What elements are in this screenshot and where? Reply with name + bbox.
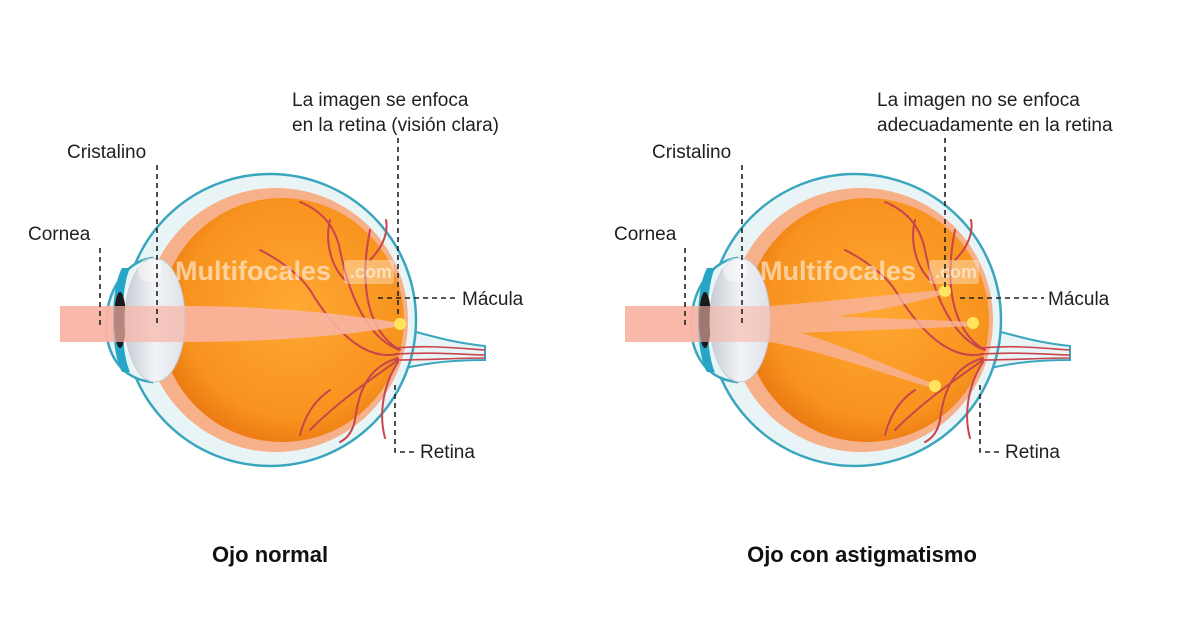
watermark-badge xyxy=(344,260,394,284)
focus-point xyxy=(394,318,406,330)
light-beam-front xyxy=(60,306,185,342)
leader-retina xyxy=(979,385,1001,453)
label-cornea: Cornea xyxy=(28,224,91,245)
eyeball-normal: Multifocales .com xyxy=(60,172,486,468)
label-retina: Retina xyxy=(1005,442,1060,463)
focus-point-lower xyxy=(929,380,941,392)
label-cornea: Cornea xyxy=(614,224,677,245)
watermark-tld: .com xyxy=(935,262,977,282)
focus-note-line-1: La imagen no se enfoca xyxy=(877,90,1080,111)
panel-title: Ojo normal xyxy=(212,542,328,567)
focus-note-line-2: en la retina (visión clara) xyxy=(292,115,499,136)
watermark-badge xyxy=(929,260,979,284)
watermark-logo-icon xyxy=(723,258,747,282)
light-beam-front xyxy=(625,306,770,342)
label-lens: Cristalino xyxy=(67,142,146,163)
label-macula: Mácula xyxy=(1048,289,1110,310)
focus-note-line-2: adecuadamente en la retina xyxy=(877,115,1113,136)
nerve-vessels xyxy=(979,345,1071,361)
label-retina: Retina xyxy=(420,442,475,463)
focus-note-line-1: La imagen se enfoca xyxy=(292,90,469,111)
panel-title: Ojo con astigmatismo xyxy=(747,542,977,567)
panel-astigmatic-eye: Multifocales .com Cornea Cristalino La i… xyxy=(614,90,1113,567)
eyeball-astigmatic: Multifocales .com xyxy=(625,172,1071,468)
retinal-vessels xyxy=(259,201,401,443)
watermark-brand: Multifocales xyxy=(760,256,916,286)
nerve-vessels xyxy=(394,345,486,361)
split-light-beams xyxy=(770,290,973,388)
focus-point-upper xyxy=(939,285,951,297)
watermark-tld: .com xyxy=(350,262,392,282)
retinal-vessels xyxy=(844,201,986,443)
watermark-brand: Multifocales xyxy=(175,256,331,286)
label-macula: Mácula xyxy=(462,289,524,310)
leader-retina xyxy=(394,385,416,453)
label-lens: Cristalino xyxy=(652,142,731,163)
watermark-logo-icon xyxy=(138,258,162,282)
panel-normal-eye: Multifocales .com Cornea Cristalino La i… xyxy=(28,90,524,567)
focus-point-middle xyxy=(967,317,979,329)
